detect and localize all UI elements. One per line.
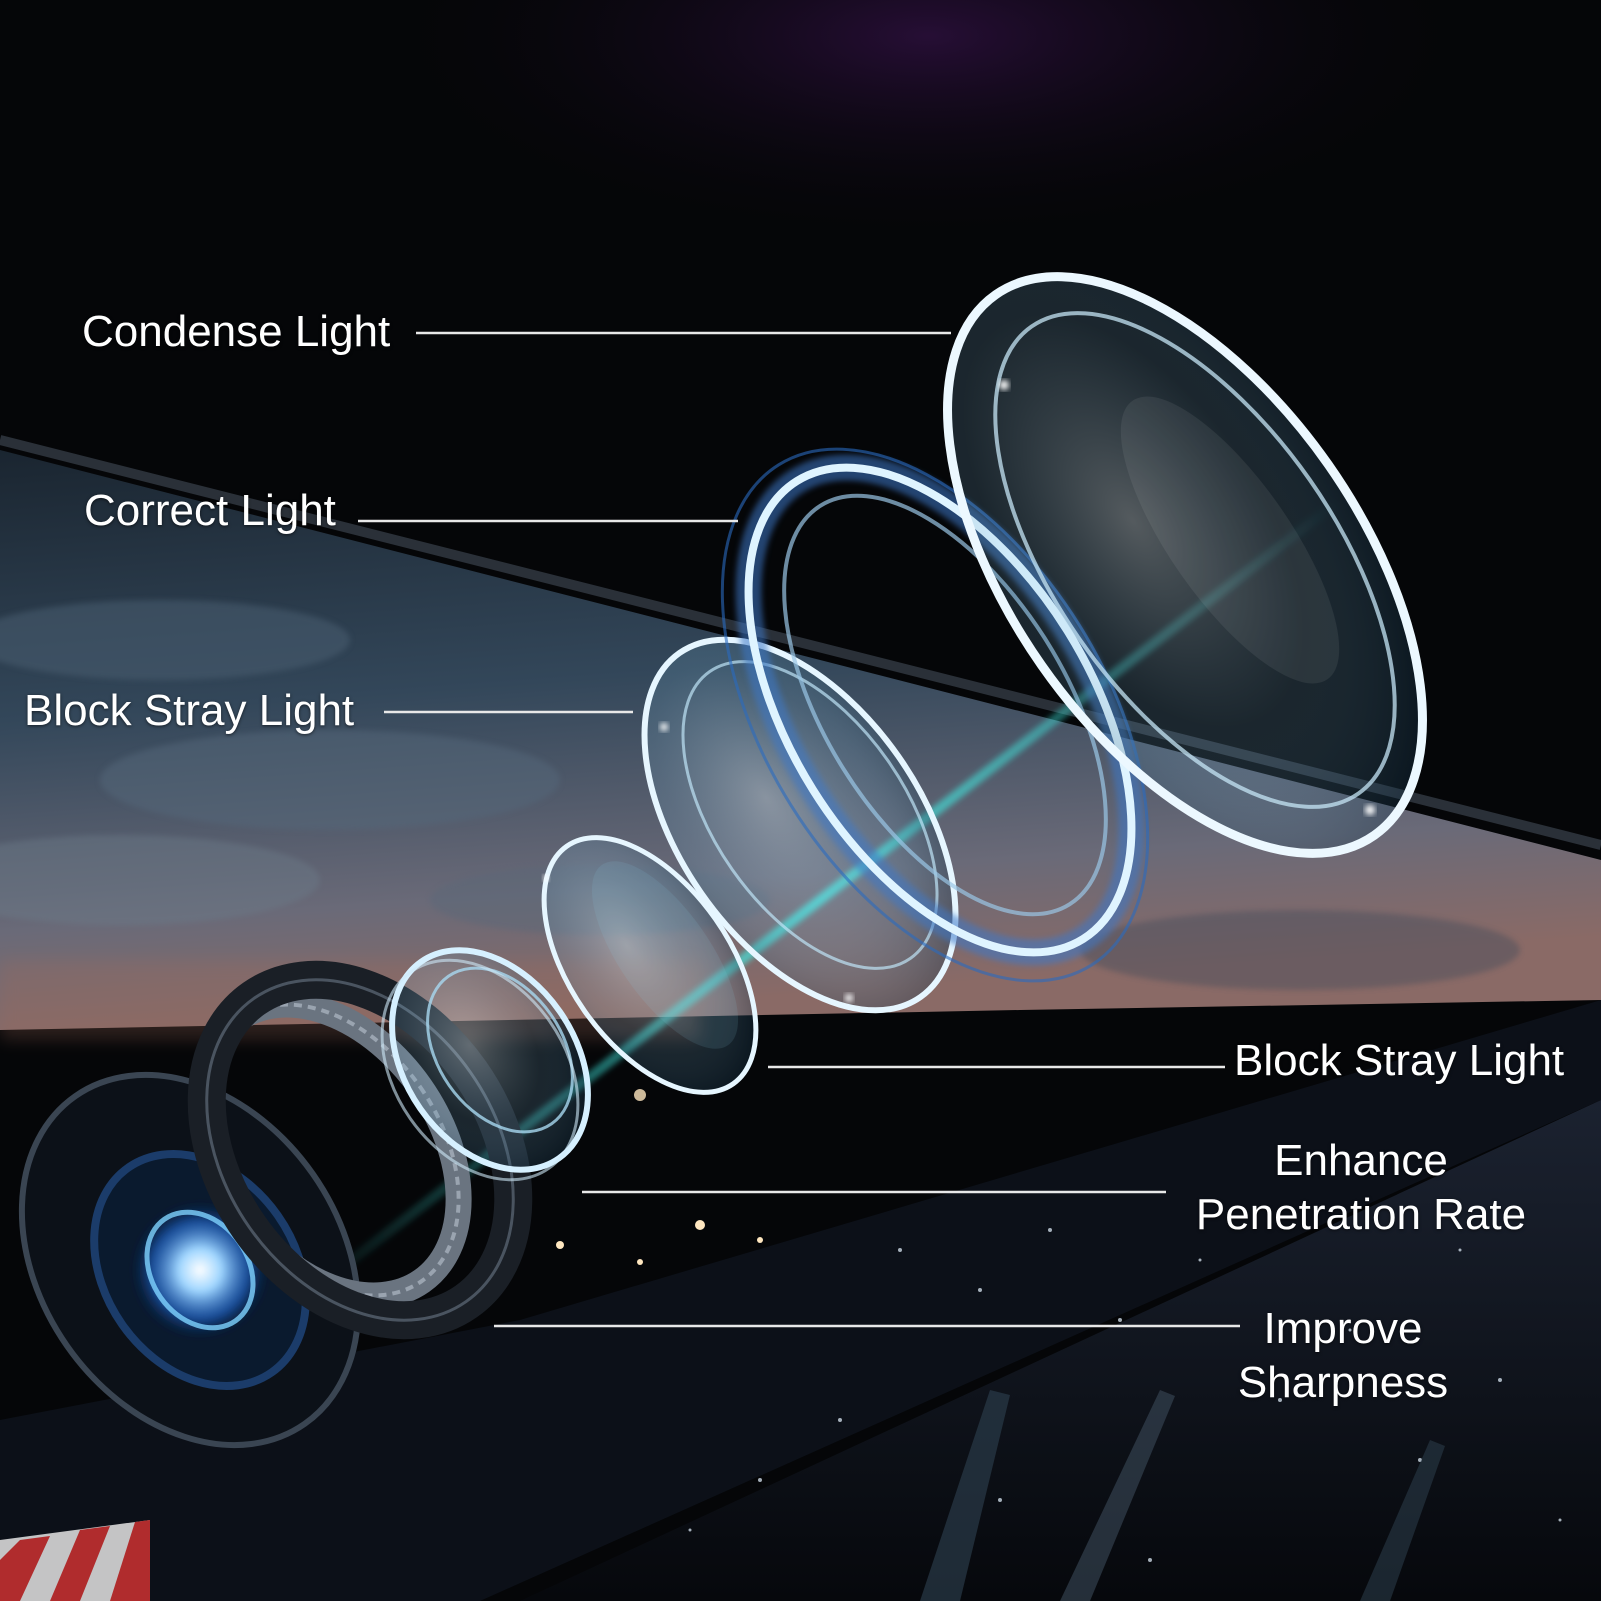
improve-sharpness-line-1: Improve xyxy=(1263,1304,1423,1353)
block-stray-light-label-right: Block Stray Light xyxy=(1234,1036,1565,1085)
lens-element-small-cylinder xyxy=(380,947,591,1182)
lens-element-convex-medium xyxy=(641,636,959,1014)
enhance-penetration-rate-label: Enhance Penetration Rate xyxy=(1188,1134,1534,1241)
enhance-penetration-rate-line-1: Enhance xyxy=(1274,1136,1448,1185)
enhance-penetration-rate-line-2: Penetration Rate xyxy=(1195,1189,1527,1239)
lens-element-convex-large xyxy=(943,272,1427,858)
windshield-dashboard xyxy=(0,1000,1601,1601)
correct-light-label: Correct Light xyxy=(84,486,336,535)
callout-leader-lines xyxy=(358,331,1240,1328)
improve-sharpness-line-2: Sharpness xyxy=(1237,1357,1449,1407)
sparkle-highlights xyxy=(543,380,1375,1002)
lens-element-convex-small xyxy=(541,835,759,1095)
block-stray-light-label-left: Block Stray Light xyxy=(24,686,355,735)
improve-sharpness-label: Improve Sharpness xyxy=(1234,1302,1452,1409)
condense-light-label: Condense Light xyxy=(82,307,391,356)
